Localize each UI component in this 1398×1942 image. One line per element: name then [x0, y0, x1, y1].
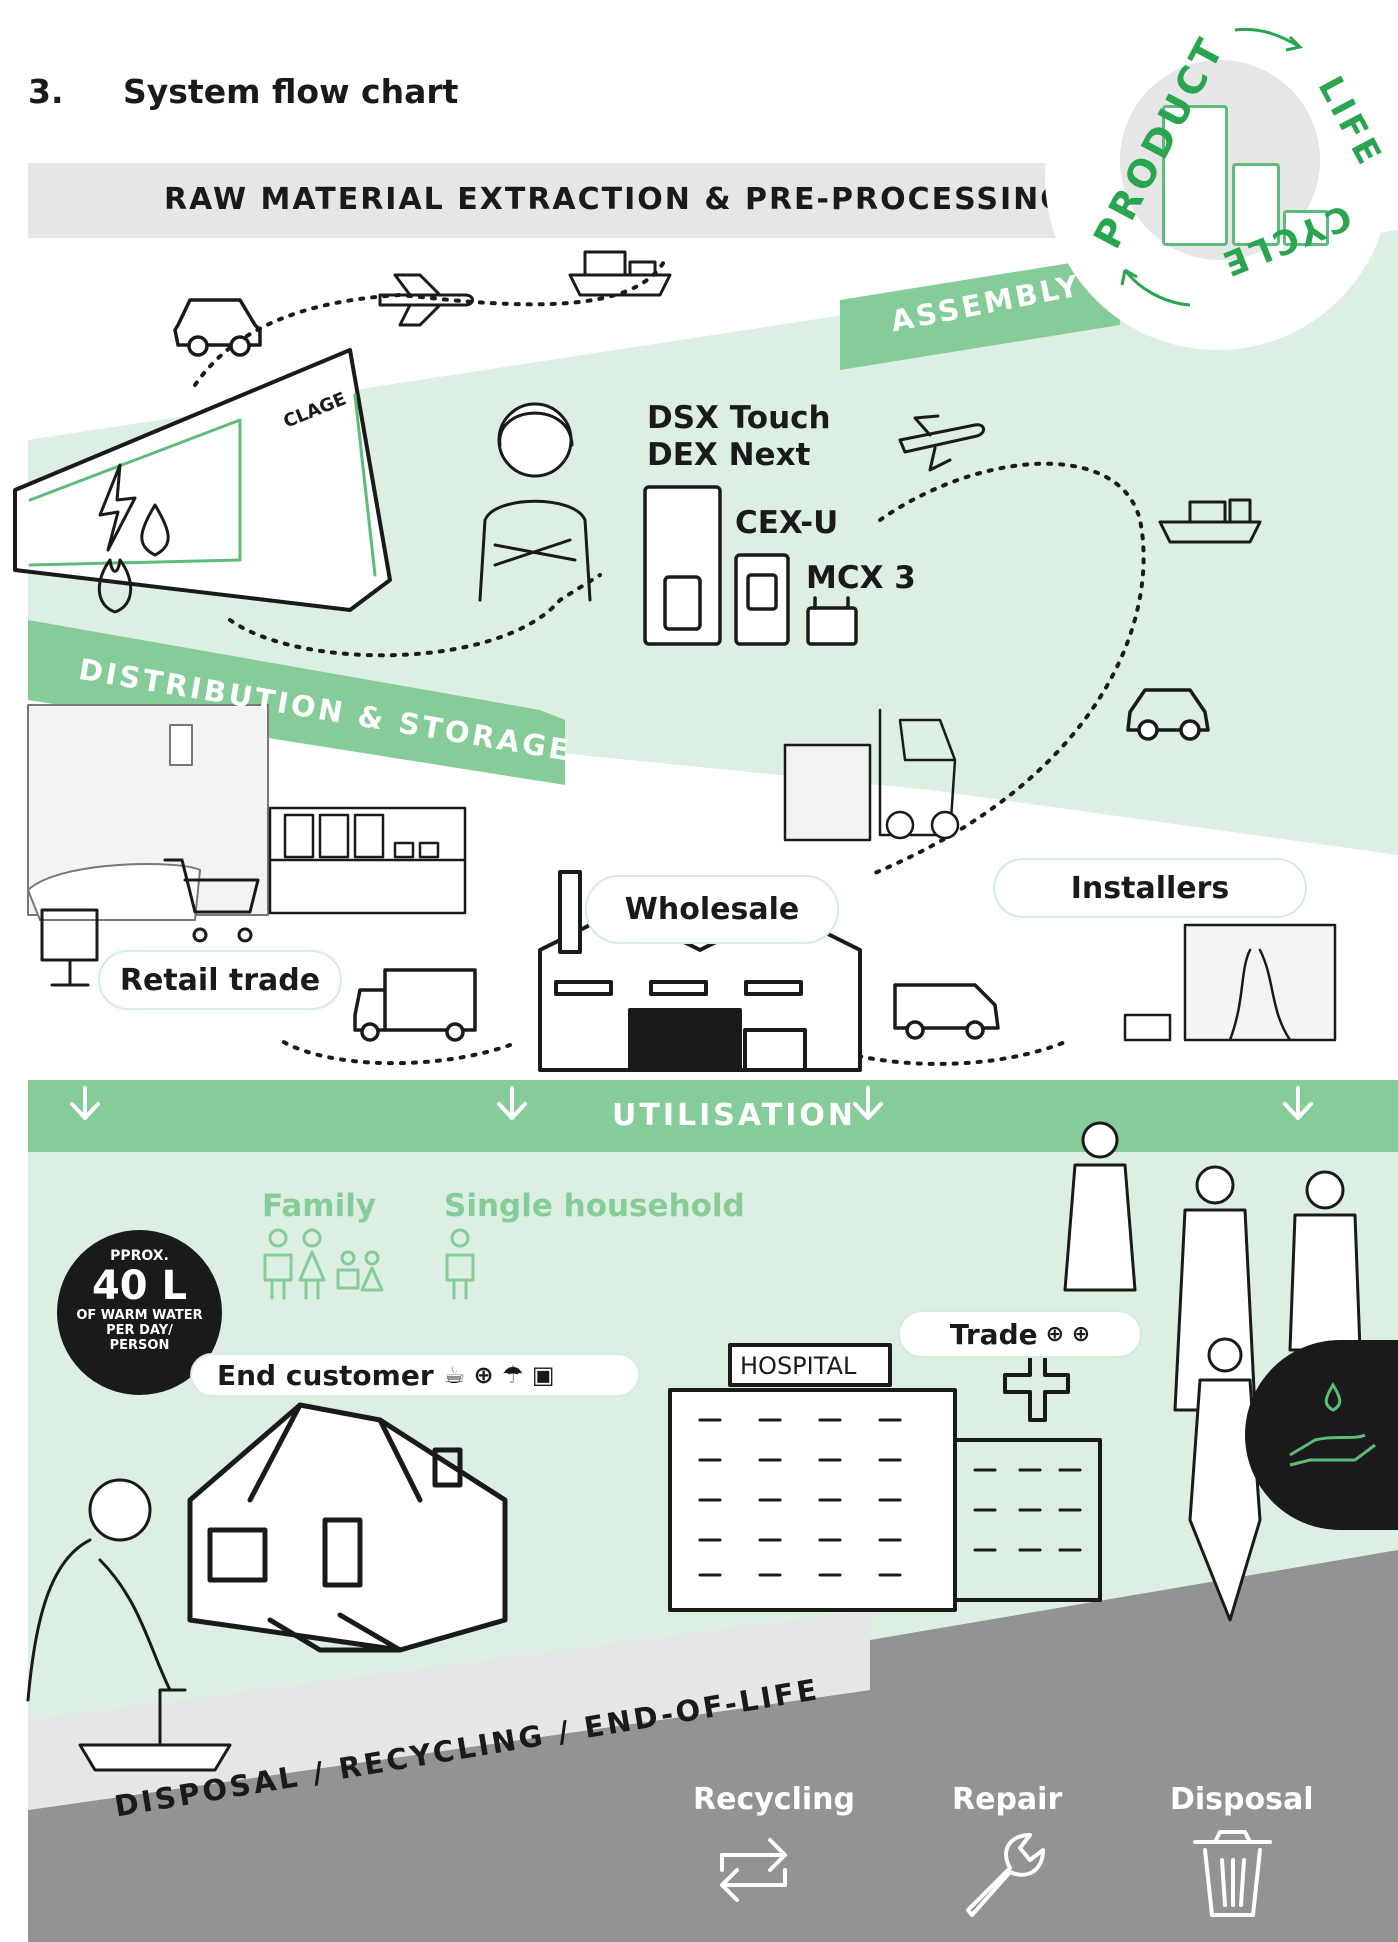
trash-can-icon	[1195, 1832, 1270, 1915]
recycle-arrows-icon	[722, 1840, 785, 1900]
wrench-icon	[968, 1835, 1043, 1915]
